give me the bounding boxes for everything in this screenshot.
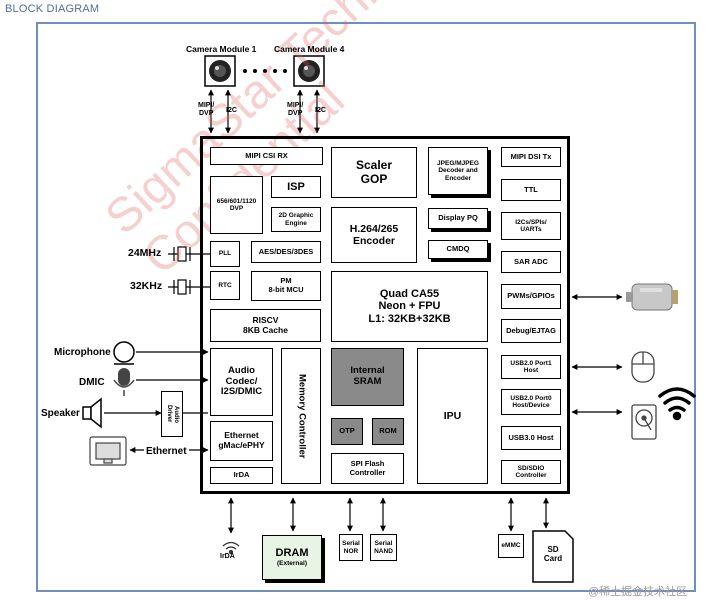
camera-module-4-label: Camera Module 4 — [274, 44, 345, 54]
crystal-32khz-icon — [168, 279, 210, 295]
otp-block: OTP — [331, 418, 363, 445]
emmc-block: eMMC — [498, 534, 524, 558]
dmic-label: DMIC — [79, 377, 105, 388]
rom-block: ROM — [372, 418, 404, 445]
camera-ellipsis — [243, 69, 287, 73]
serial-nand-block: Serial NAND — [370, 534, 397, 561]
pll-block: PLL — [210, 241, 240, 267]
dram-sub-label: (External) — [277, 560, 307, 568]
jpeg-codec-block: JPEG/MJPEG Decoder and Encoder — [428, 147, 488, 195]
memory-controller-label: Memory Controller — [296, 373, 308, 459]
memory-controller-block: Memory Controller — [281, 348, 321, 484]
audio-driver-label: Audio Driver — [166, 405, 179, 423]
i2c-spi-uart-block: I2Cs/SPIs/ UARTs — [501, 212, 561, 240]
cpu-quad-ca55-block: Quad CA55 Neon + FPU L1: 32KB+32KB — [331, 271, 488, 342]
sd-sdio-controller-block: SD/SDIO Controller — [501, 460, 561, 484]
crystal-24mhz-icon — [168, 246, 210, 262]
display-pq-block: Display PQ — [428, 208, 488, 229]
motor-icon — [626, 283, 678, 311]
serial-nor-block: Serial NOR — [339, 534, 363, 561]
camera-module-4-icon — [293, 55, 325, 87]
pm-mcu-block: PM 8-bit MCU — [251, 271, 321, 301]
rtc-block: RTC — [210, 271, 240, 300]
wifi-icon — [658, 387, 696, 421]
camera-module-1-label: Camera Module 1 — [186, 44, 257, 54]
mipi-csi-rx-block: MIPI CSI RX — [210, 147, 323, 165]
soc-chip — [200, 136, 570, 494]
right-links — [571, 294, 623, 415]
irda-external-label: IrDA — [220, 553, 235, 560]
bottom-links — [228, 497, 549, 534]
scaler-gop-block: Scaler GOP — [331, 147, 417, 198]
camera-4-i2c-label: I2C — [315, 107, 326, 114]
mipi-dsi-tx-block: MIPI DSI Tx — [501, 147, 561, 167]
isp-block: ISP — [271, 176, 321, 198]
h264-encoder-block: H.264/265 Encoder — [331, 207, 417, 263]
sd-card-label: SD Card — [543, 545, 563, 563]
diagram-frame — [36, 22, 696, 592]
camera-links — [208, 89, 320, 134]
audio-driver-block: Audio Driver — [161, 391, 183, 437]
diagram-header: BLOCK DIAGRAM — [5, 3, 100, 15]
ethernet-block: Ethernet gMac/ePHY — [210, 421, 273, 461]
microphone-label: Microphone — [54, 347, 111, 358]
speaker-icon — [82, 397, 102, 429]
aes-des-block: AES/DES/3DES — [251, 241, 321, 263]
spi-flash-controller-block: SPI Flash Controller — [331, 453, 404, 484]
audio-codec-block: Audio Codec/ I2S/DMIC — [210, 348, 273, 416]
camera-module-1-icon — [204, 55, 236, 87]
osc-32khz-label: 32KHz — [130, 280, 163, 292]
mouse-icon — [631, 351, 655, 383]
speaker-label: Speaker — [41, 408, 80, 419]
dvp-block: 656/601/1120 DVP — [210, 176, 263, 234]
camera-1-i2c-label: I2C — [226, 107, 237, 114]
dram-label: DRAM — [275, 547, 309, 560]
camera-4-mipi-label: MIPI/ DVP — [287, 102, 304, 117]
ethernet-label: Ethernet — [144, 446, 189, 457]
irda-wireless-icon — [222, 541, 240, 555]
sd-card-icon — [532, 530, 574, 583]
riscv-block: RISCV 8KB Cache — [210, 309, 321, 342]
hard-disk-icon — [631, 404, 657, 440]
internal-sram-block: Internal SRAM — [331, 348, 404, 406]
irda-block: IrDA — [210, 467, 273, 484]
pwm-gpio-block: PWMs/GPIOs — [501, 284, 561, 309]
ipu-block: IPU — [417, 348, 488, 484]
corner-watermark: @稀土掘金技术社区 — [588, 586, 688, 598]
dmic-icon — [113, 368, 135, 396]
ttl-block: TTL — [501, 179, 561, 201]
debug-ejtag-block: Debug/EJTAG — [501, 319, 561, 343]
osc-24mhz-label: 24MHz — [128, 247, 162, 259]
cmdq-block: CMDQ — [428, 240, 488, 259]
usb3-host-block: USB3.0 Host — [501, 426, 561, 450]
ethernet-port-icon — [89, 436, 127, 466]
dram-external-block: DRAM (External) — [262, 535, 322, 580]
usb2-port0-block: USB2.0 Port0 Host/Device — [501, 389, 561, 415]
sar-adc-block: SAR ADC — [501, 251, 561, 273]
camera-1-mipi-label: MIPI/ DVP — [198, 102, 215, 117]
usb2-port1-block: USB2.0 Port1 Host — [501, 355, 561, 379]
graphic-engine-block: 2D Graphic Engine — [271, 207, 321, 232]
microphone-icon — [113, 341, 135, 365]
